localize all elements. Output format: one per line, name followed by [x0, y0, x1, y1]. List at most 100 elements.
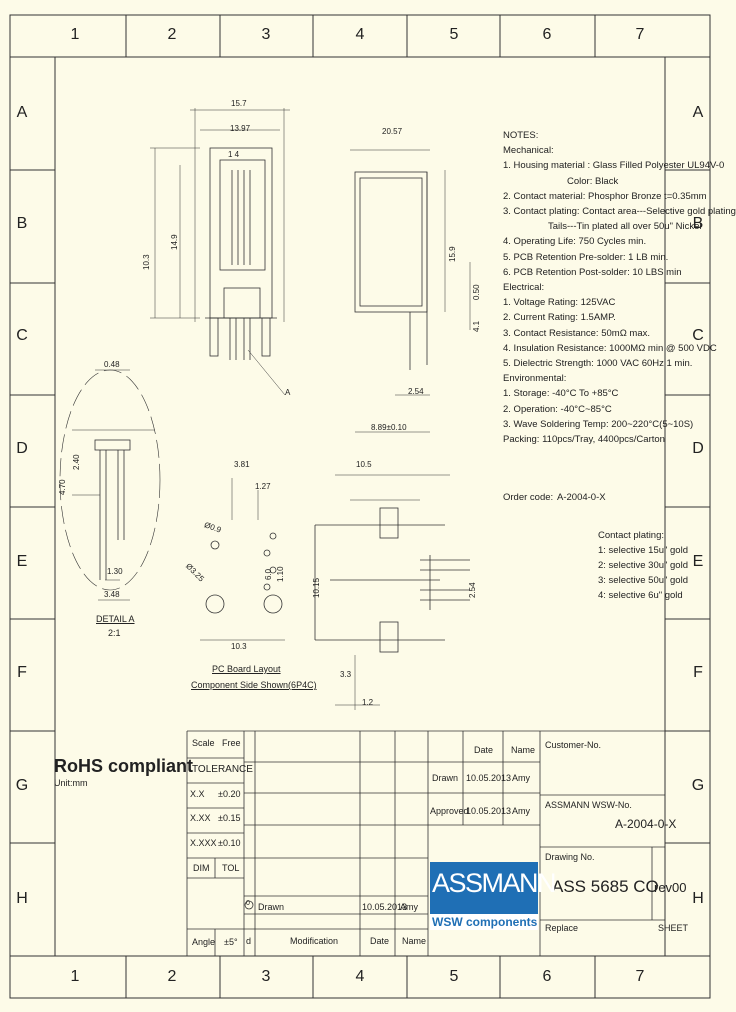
notes-line: 3. Wave Soldering Temp: 200~220°C(5~10S): [503, 418, 694, 430]
name-header: Name: [511, 745, 536, 755]
col-label-6-bottom: 6: [542, 968, 552, 985]
rev-date-header: Date: [370, 936, 390, 946]
notes-line: 6. PCB Retention Post-solder: 10 LBS min: [503, 266, 682, 278]
dimension-label: 0.50: [472, 284, 481, 300]
col-label-1-bottom: 1: [70, 968, 80, 985]
title-block-lines: [186, 730, 665, 956]
modification-label: Modification: [290, 936, 339, 946]
col-label-2: 2: [167, 26, 177, 43]
tol-value: ±0.10: [218, 838, 241, 848]
col-label-4-bottom: 4: [355, 968, 365, 985]
approved-date: 10.05.2013: [466, 806, 512, 816]
row-label-c: C: [16, 327, 28, 344]
angle-value: ±5°: [224, 937, 238, 947]
dimension-label: 3.3: [340, 670, 352, 679]
dimension-label: 0.48: [104, 360, 120, 369]
pcb-title: PC Board Layout: [212, 664, 281, 674]
row-label-h: H: [16, 890, 28, 907]
rev-mark: 0: [246, 900, 250, 907]
rev-name: Amy: [400, 902, 418, 912]
detail-title: DETAIL A: [96, 614, 135, 624]
row-label-a-right: A: [692, 104, 704, 121]
notes-line: 3. Contact plating: Contact area---Selec…: [503, 206, 736, 218]
notes-line: 2. Current Rating: 1.5AMP.: [503, 312, 616, 324]
detail-scale: 2:1: [108, 628, 121, 638]
order-code-value: A-2004-0-X: [557, 492, 606, 503]
row-label-c-right: C: [692, 327, 704, 344]
dimension-label: 13.97: [230, 124, 251, 133]
col-label-7-bottom: 7: [635, 968, 645, 985]
row-label-e-right: E: [692, 553, 704, 570]
dim-label: DIM: [193, 863, 210, 873]
dimension-label: 15.9: [448, 246, 457, 262]
notes-line: 2. Contact material: Phosphor Bronze t=0…: [503, 190, 707, 202]
col-label-1: 1: [70, 26, 80, 43]
dimension-label: 1.2: [362, 698, 374, 707]
col-label-5: 5: [449, 26, 459, 43]
notes-line: Packing: 110pcs/Tray, 4400pcs/Carton: [503, 434, 665, 446]
col-label-7: 7: [635, 26, 645, 43]
unit-label: Unit:mm: [54, 778, 88, 788]
notes-line: 5. Dielectric Strength: 1000 VAC 60Hz 1 …: [503, 358, 693, 370]
order-code-label: Order code:: [503, 492, 554, 503]
dimension-label: 1.27: [255, 482, 271, 491]
dimension-label: 10.3: [142, 254, 151, 270]
dimension-label: 2.40: [72, 454, 81, 470]
dimension-label: 3.48: [104, 590, 120, 599]
tol-value: ±0.20: [218, 789, 241, 799]
drawn-name: Amy: [512, 773, 530, 783]
replace-label: Replace: [545, 923, 579, 933]
scale-value: Free: [222, 738, 241, 748]
approved-label: Approved: [430, 806, 469, 816]
front-view: [150, 108, 290, 396]
row-label-b: B: [16, 215, 28, 232]
notes-line: Tails---Tin plated all over 50u" Nickel: [548, 221, 702, 233]
assmann-no-label: ASSMANN WSW-No.: [545, 800, 632, 810]
notes-line: Environmental:: [503, 373, 567, 385]
notes-line: Mechanical:: [503, 145, 554, 157]
dimension-label: 4.1: [472, 320, 481, 332]
dimension-label: 1.10: [276, 566, 285, 582]
dimension-label: 2.54: [468, 582, 477, 598]
col-label-6: 6: [542, 26, 552, 43]
detail-a: [59, 369, 161, 601]
tol-key: X.XX: [190, 813, 211, 823]
tol-key: X.XXX: [190, 838, 217, 848]
rev-text: Drawn: [258, 902, 285, 912]
dimension-label: 4.70: [58, 479, 67, 495]
dimension-label: 2.54: [408, 387, 424, 396]
drawing-no-label: Drawing No.: [545, 852, 595, 862]
scale-label: Scale: [192, 738, 215, 748]
plating-option: 3: selective 50u" gold: [598, 575, 688, 586]
notes-line: 5. PCB Retention Pre-solder: 1 LB min.: [503, 251, 669, 263]
col-label-3: 3: [261, 26, 271, 43]
notes-block: NOTES: Mechanical: 1. Housing material :…: [503, 128, 736, 447]
dimension-label: 14.9: [170, 234, 179, 250]
dimension-label: 10.3: [231, 642, 247, 651]
col-d-label: d: [246, 936, 252, 946]
row-label-d-right: D: [692, 440, 704, 457]
notes-line: Color: Black: [567, 175, 619, 187]
plating-option: 2: selective 30u" gold: [598, 560, 688, 571]
notes-line: 4. Operating Life: 750 Cycles min.: [503, 236, 647, 248]
rev-date: 10.05.2013: [362, 902, 408, 912]
date-header: Date: [474, 745, 494, 755]
notes-line: 4. Insulation Resistance: 1000MΩ min @ 5…: [503, 342, 717, 354]
row-label-g: G: [15, 777, 29, 794]
pcb-layout: [200, 478, 285, 641]
row-label-a: A: [16, 104, 28, 121]
notes-line: 1. Housing material : Glass Filled Polye…: [503, 160, 725, 172]
dimension-label: 8.89±0.10: [371, 423, 407, 432]
drawn-label: Drawn: [432, 773, 459, 783]
col-label-5-bottom: 5: [449, 968, 459, 985]
col-label-2-bottom: 2: [167, 968, 177, 985]
row-label-d: D: [16, 440, 28, 457]
dimension-label: 10.15: [312, 577, 321, 598]
approved-name: Amy: [512, 806, 530, 816]
wsw-logo: WSW components: [432, 915, 538, 929]
side-view: [350, 149, 471, 433]
tol-key: X.X: [190, 789, 205, 799]
assmann-logo: ASSMANN: [432, 868, 557, 898]
plating-option: 1: selective 15u" gold: [598, 545, 688, 556]
dimension-label: 20.57: [382, 127, 403, 136]
